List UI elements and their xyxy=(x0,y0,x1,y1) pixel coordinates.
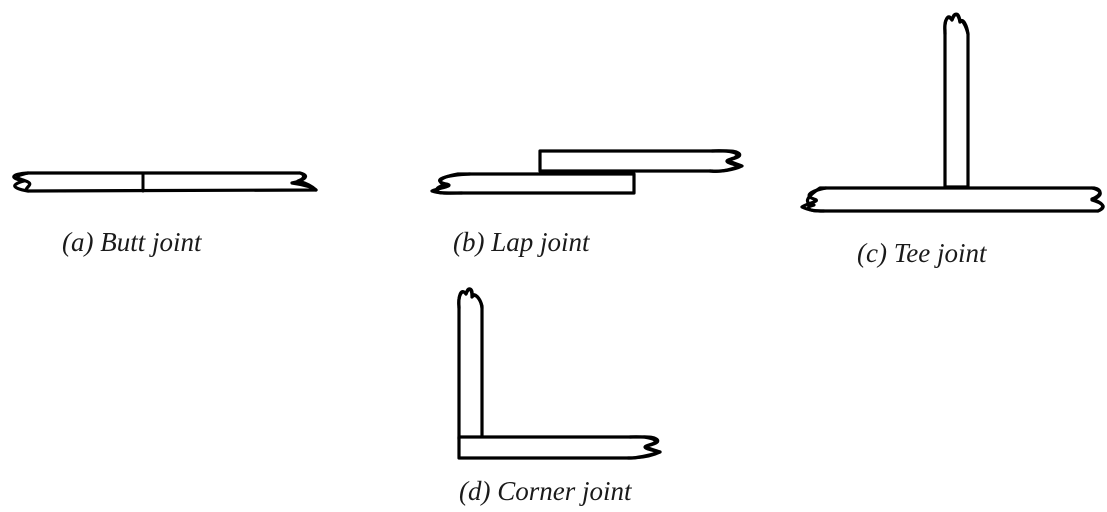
tee-base-right-break-mark xyxy=(1090,186,1105,213)
butt-joint-caption: (a) Butt joint xyxy=(62,227,203,257)
tee-joint: (c) Tee joint xyxy=(800,12,1105,268)
lap-joint-upper-plate xyxy=(538,149,742,173)
tee-joint-stem xyxy=(943,12,970,189)
corner-horizontal-break-mark xyxy=(626,435,662,460)
lap-upper-break-mark xyxy=(708,149,744,173)
lap-joint-lower-plate xyxy=(435,172,636,195)
corner-vertical-break-mark xyxy=(457,287,484,310)
tee-base-left-break-mark xyxy=(800,186,828,213)
tee-joint-base xyxy=(805,186,1105,213)
corner-joint-horizontal-plate xyxy=(457,435,662,460)
butt-joint: (a) Butt joint xyxy=(12,171,318,257)
tee-stem-break-mark xyxy=(943,12,970,36)
butt-left-break-mark xyxy=(12,171,30,193)
corner-joint: (d) Corner joint xyxy=(457,287,662,506)
butt-joint-plates xyxy=(16,171,318,193)
lap-joint: (b) Lap joint xyxy=(430,149,744,257)
tee-joint-caption: (c) Tee joint xyxy=(857,238,988,268)
butt-right-break-mark xyxy=(290,171,318,192)
corner-joint-vertical-plate xyxy=(457,287,484,441)
lap-joint-caption: (b) Lap joint xyxy=(453,227,591,257)
lap-lower-break-mark xyxy=(430,172,472,195)
corner-joint-caption: (d) Corner joint xyxy=(459,476,633,506)
